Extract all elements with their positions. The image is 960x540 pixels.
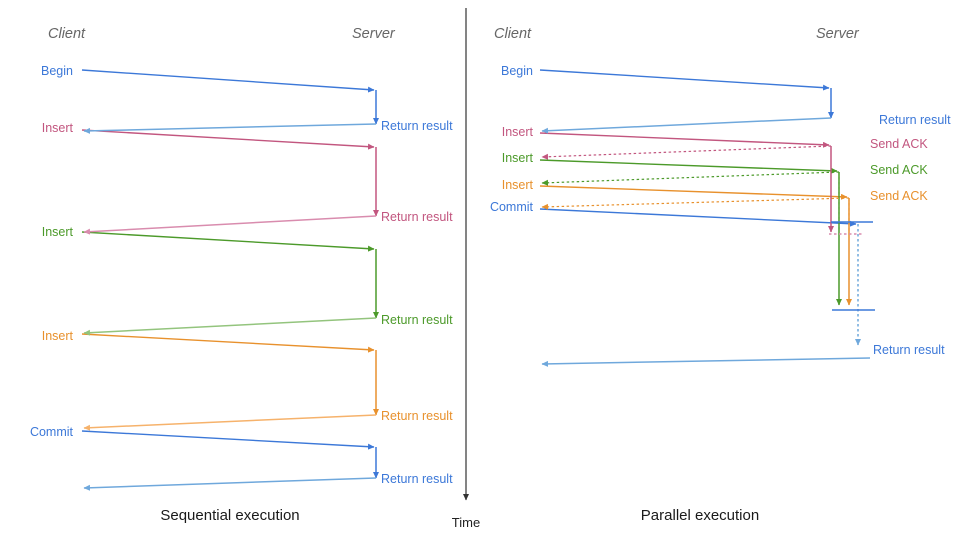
parallel-client-label-2: Insert — [502, 151, 534, 165]
parallel-insert2-request — [539, 159, 838, 174]
sequential-client-label-3: Insert — [42, 329, 74, 343]
parallel-insert1-request — [539, 132, 830, 148]
parallel-caption: Parallel execution — [641, 507, 759, 524]
parallel-server-label-1: Send ACK — [870, 137, 928, 151]
parallel-commit-request — [539, 208, 857, 227]
sequential-server-label-2: Return result — [381, 313, 453, 327]
parallel-server-label-0: Return result — [879, 113, 951, 127]
sequential-client-label-4: Commit — [30, 425, 74, 439]
sequential-commit-request — [81, 430, 375, 450]
parallel-client-label-4: Commit — [490, 200, 534, 214]
sequential-begin-response — [83, 123, 377, 134]
sequential-server-label-4: Return result — [381, 472, 453, 486]
parallel-client-label-0: Begin — [501, 64, 533, 78]
time-axis-label: Time — [452, 515, 480, 530]
sequential-insert3-request — [81, 333, 375, 353]
sequential-server-label-1: Return result — [381, 210, 453, 224]
parallel-insert2-ack — [541, 171, 840, 186]
sequential-insert3-response — [83, 414, 377, 431]
parallel-client-label-3: Insert — [502, 178, 534, 192]
parallel-commit-response — [541, 357, 871, 367]
sequential-client-lane-title: Client — [48, 26, 86, 42]
sequential-server-lane-title: Server — [352, 26, 396, 42]
sequential-client-label-1: Insert — [42, 121, 74, 135]
parallel-client-lane-title: Client — [494, 26, 532, 42]
sequential-insert1-response — [83, 215, 377, 235]
parallel-server-label-4: Return result — [873, 343, 945, 357]
parallel-client-label-1: Insert — [502, 125, 534, 139]
parallel-begin-response — [541, 117, 832, 134]
sequential-caption: Sequential execution — [160, 507, 299, 524]
sequential-begin-request — [81, 69, 375, 93]
sequential-insert1-request — [81, 129, 375, 150]
parallel-insert3-request — [539, 185, 848, 200]
sequential-commit-response — [83, 477, 377, 491]
parallel-insert1-ack — [541, 145, 832, 160]
sequential-server-label-0: Return result — [381, 119, 453, 133]
parallel-begin-request — [539, 69, 830, 91]
sequential-client-label-0: Begin — [41, 64, 73, 78]
parallel-server-label-2: Send ACK — [870, 163, 928, 177]
sequential-insert2-request — [81, 231, 375, 252]
parallel-insert3-ack — [541, 197, 850, 210]
sequential-server-label-3: Return result — [381, 409, 453, 423]
parallel-server-lane-title: Server — [816, 26, 860, 42]
sequential-client-label-2: Insert — [42, 225, 74, 239]
parallel-server-label-3: Send ACK — [870, 189, 928, 203]
sequential-insert2-response — [83, 317, 377, 336]
